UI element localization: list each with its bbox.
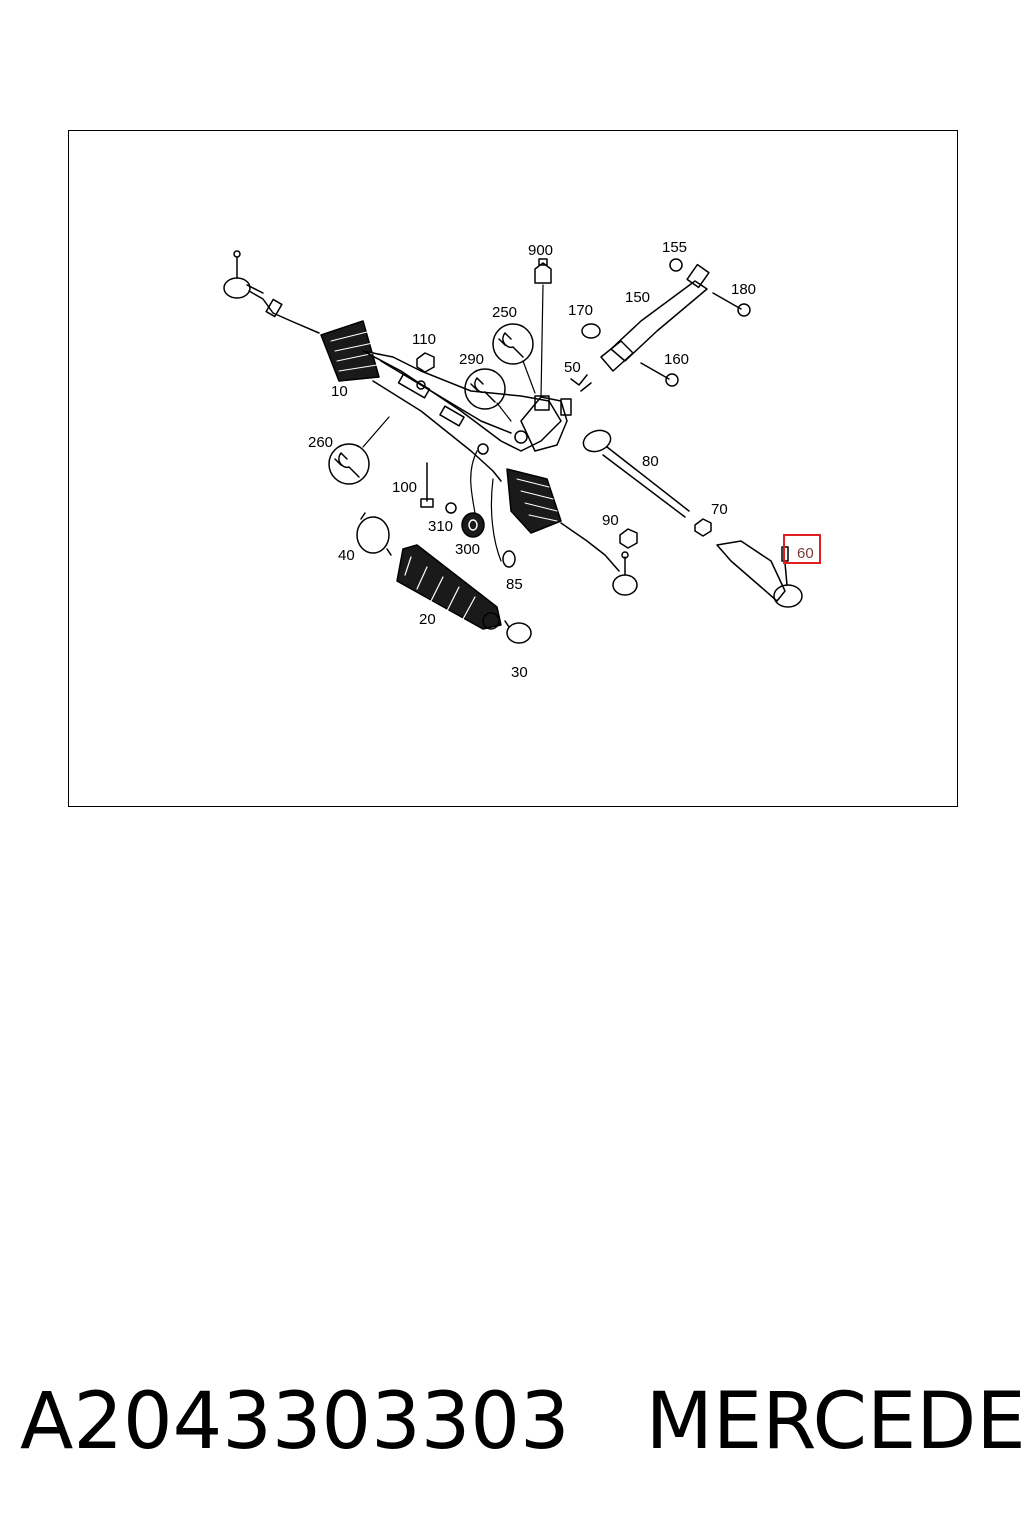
part-label-40: 40 — [338, 547, 355, 564]
bolt-180 — [712, 292, 751, 317]
highlighted-part-box — [783, 534, 821, 564]
part-label-20: 20 — [419, 611, 436, 628]
wrench-icon — [328, 443, 370, 485]
part-labels: 900 155 180 150 250 170 110 290 160 50 1… — [308, 239, 814, 681]
right-tie-rod-end — [560, 522, 638, 596]
part-label-85: 85 — [506, 576, 523, 593]
bolt-100 — [420, 462, 434, 508]
steering-shaft — [600, 263, 710, 372]
part-label-260: 260 — [308, 434, 333, 451]
part-label-300: 300 — [455, 541, 480, 558]
bolt-160 — [640, 362, 679, 387]
part-label-310: 310 — [428, 518, 453, 535]
wrench-icon — [492, 323, 534, 365]
spacer-85 — [502, 550, 516, 568]
inner-tie-rod — [582, 429, 690, 518]
part-label-170: 170 — [568, 302, 593, 319]
boot-20 — [396, 544, 502, 630]
part-number: A2043303303 — [20, 1377, 570, 1467]
rack-housing — [362, 350, 562, 482]
nut-90 — [619, 528, 638, 549]
seal-170 — [581, 323, 601, 339]
connector-900 — [534, 258, 552, 284]
part-label-160: 160 — [664, 351, 689, 368]
part-label-100: 100 — [392, 479, 417, 496]
part-label-180: 180 — [731, 281, 756, 298]
steering-rack-exploded-diagram: 900 155 180 150 250 170 110 290 160 50 1… — [223, 239, 821, 681]
wrench-icon — [464, 368, 506, 410]
part-label-90: 90 — [602, 512, 619, 529]
outer-tie-rod-end — [716, 540, 803, 608]
diagram-frame: 900 155 180 150 250 170 110 290 160 50 1… — [68, 130, 958, 807]
right-rack-boot — [506, 468, 562, 534]
brand-name: MERCEDES — [645, 1377, 1024, 1467]
part-label-110: 110 — [412, 331, 436, 348]
part-label-250: 250 — [492, 304, 517, 321]
part-label-80: 80 — [642, 453, 659, 470]
part-label-150: 150 — [625, 289, 650, 306]
left-tie-rod-end — [223, 250, 320, 334]
nut-110 — [416, 352, 435, 373]
nut-70 — [694, 518, 712, 537]
clip-50 — [570, 374, 592, 392]
left-rack-boot — [320, 320, 380, 382]
clamp-30 — [504, 620, 532, 644]
part-label-50: 50 — [564, 359, 581, 376]
part-label-10: 10 — [331, 383, 348, 400]
washer-155 — [669, 258, 683, 272]
clamp-40 — [356, 512, 392, 556]
part-label-70: 70 — [711, 501, 728, 518]
part-label-155: 155 — [662, 239, 687, 256]
part-label-290: 290 — [459, 351, 484, 368]
part-label-30: 30 — [511, 664, 528, 681]
part-label-900: 900 — [528, 242, 553, 259]
screw-310 — [445, 502, 457, 514]
valve-body — [520, 395, 572, 452]
leader-lines — [362, 284, 544, 562]
part-label-60: 60 — [797, 545, 814, 562]
bushing-300 — [461, 512, 485, 538]
caption: A2043303303 MERCEDES — [20, 1372, 1024, 1472]
